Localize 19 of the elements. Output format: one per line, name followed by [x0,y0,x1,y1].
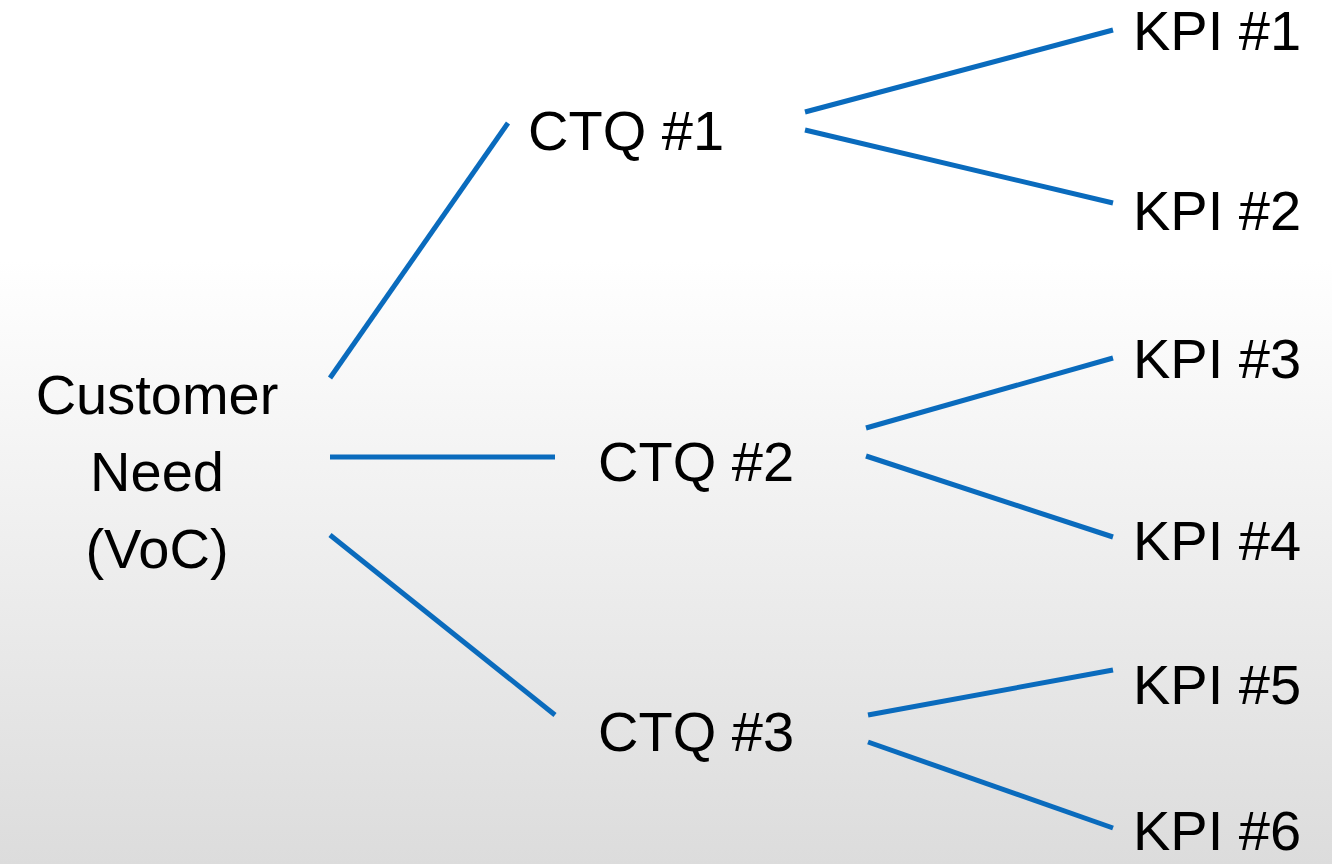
connector-line [328,533,557,717]
connector-line [867,739,1114,831]
node-label: Customer Need (VoC) [34,362,280,582]
connector-line [330,454,555,460]
node-label: KPI #6 [1133,801,1302,861]
connector-line [867,667,1114,718]
node-label: CTQ #1 [528,98,725,164]
node-label: KPI #3 [1133,329,1302,389]
connector-line [865,453,1114,540]
connector-line [865,355,1114,431]
node-label: CTQ #3 [598,699,795,765]
node-label: KPI #4 [1133,511,1302,571]
node-label: KPI #2 [1133,181,1302,241]
node-label: KPI #5 [1133,655,1302,715]
connector-line [804,127,1114,206]
node-label: CTQ #2 [598,429,795,495]
connector-line [804,27,1114,115]
node-label: KPI #1 [1133,1,1302,61]
connector-line [327,121,511,380]
